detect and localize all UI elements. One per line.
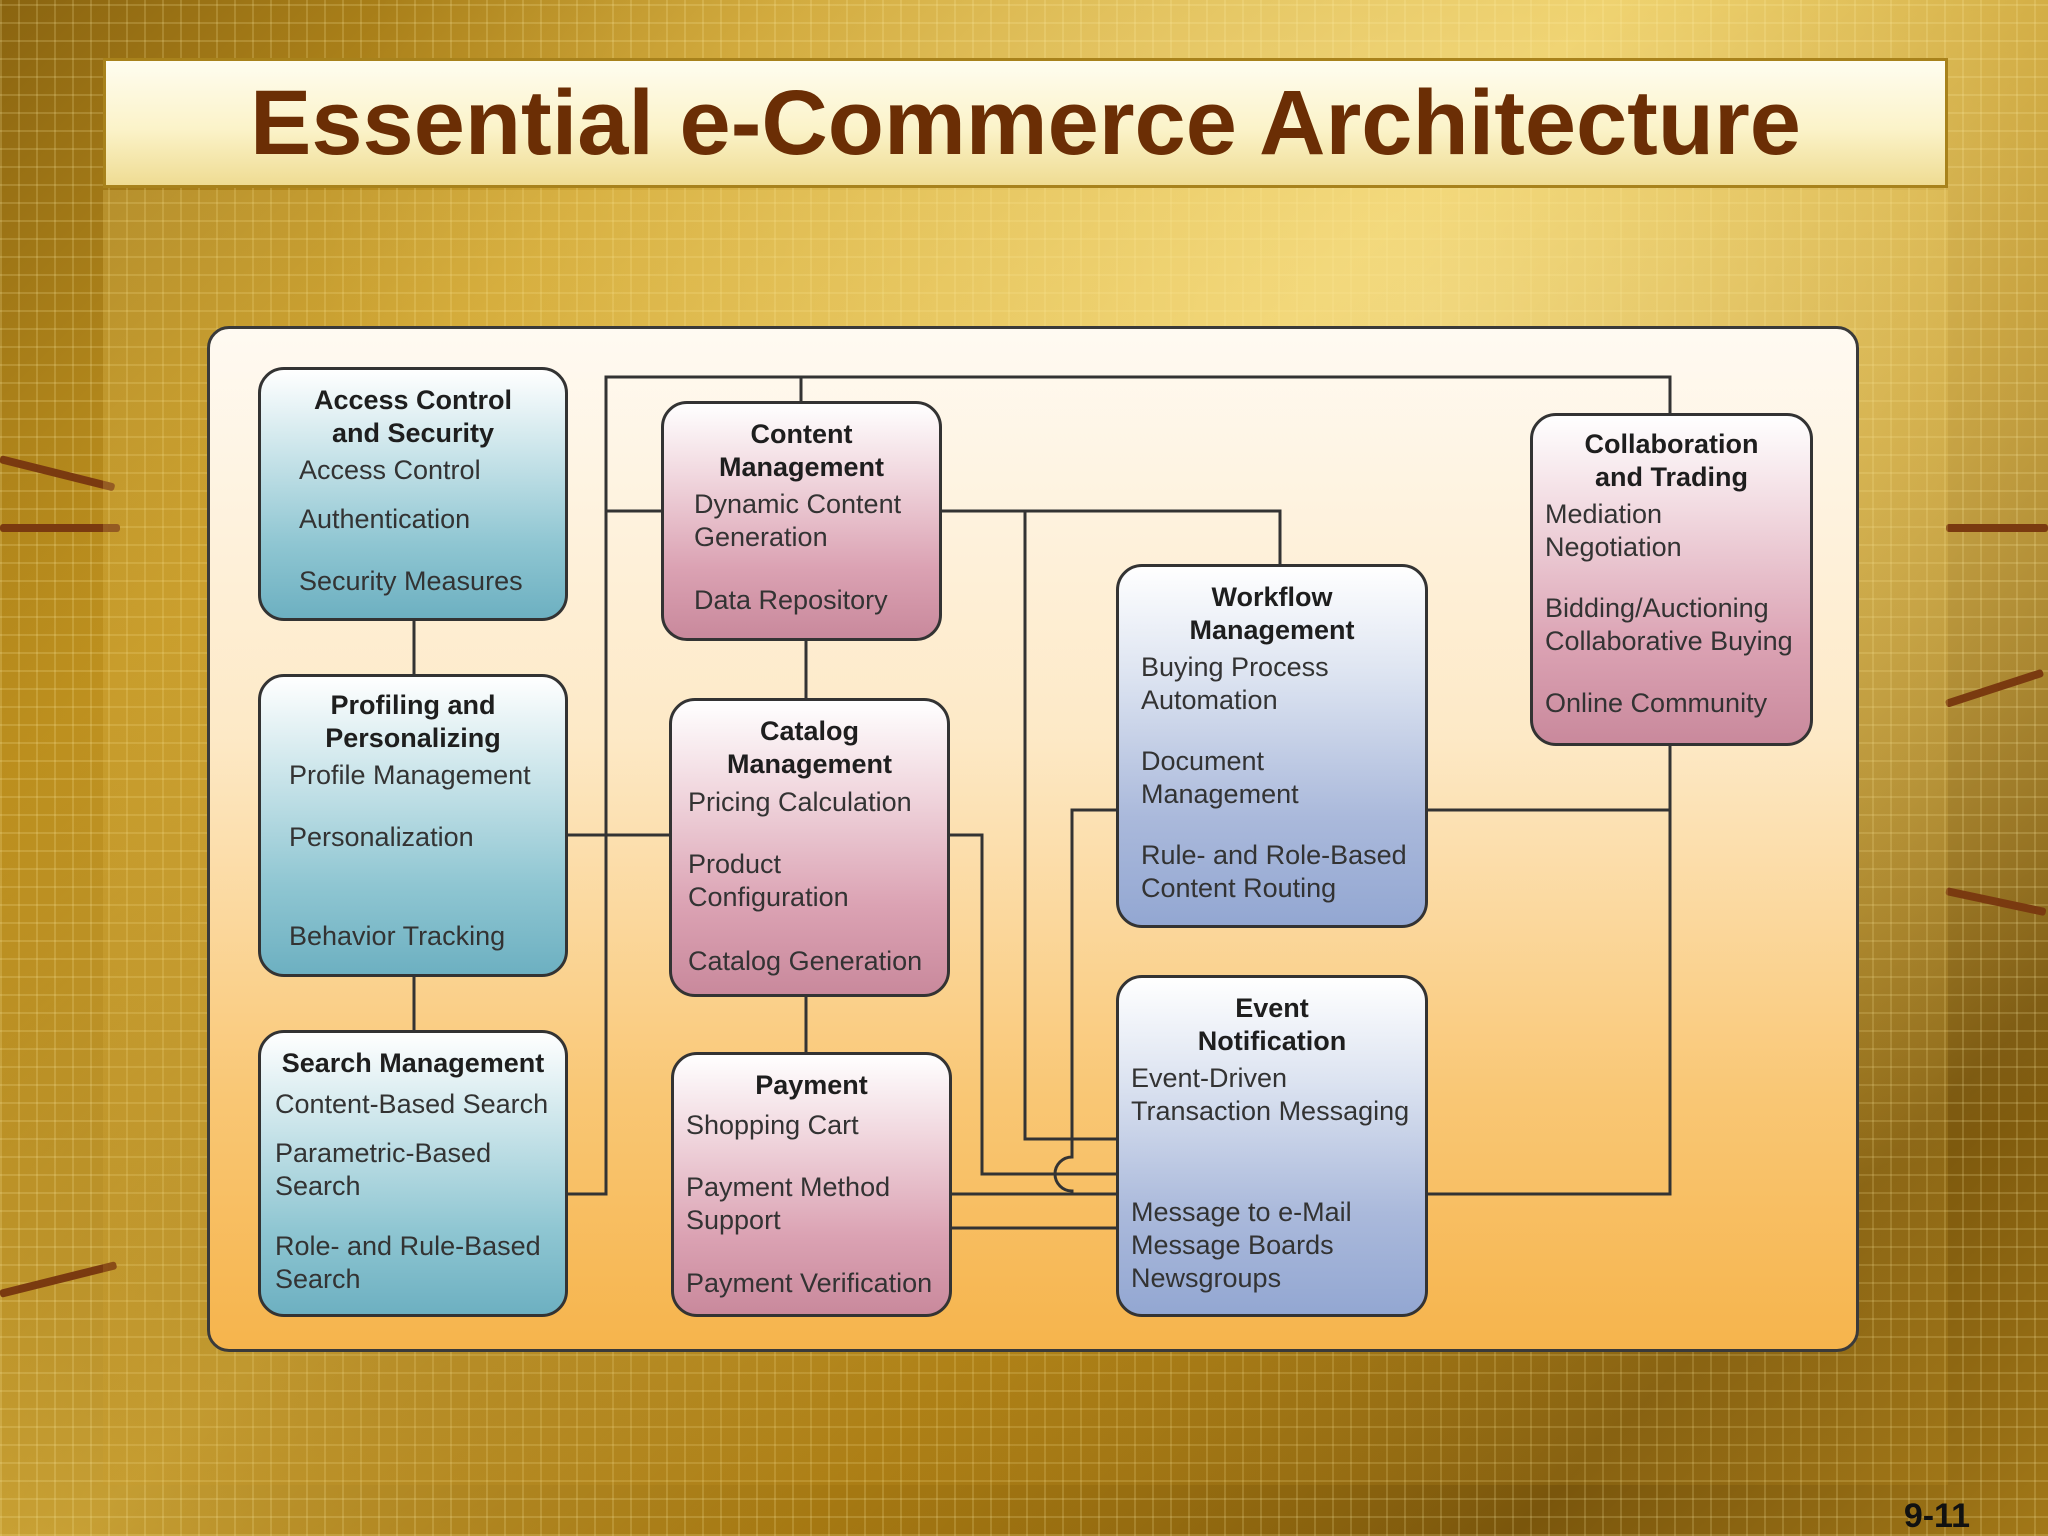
shopping-cart-item: Shopping Cart [686, 1110, 859, 1140]
connector-catalog-event [948, 833, 1117, 1176]
product-configuration-item: Product Configuration [688, 849, 849, 912]
content-management-heading: Content Management [718, 419, 885, 482]
catalog-management-box: Catalog Management Pricing Calculation P… [669, 698, 950, 997]
decorative-accent-line [1945, 887, 2047, 917]
page-number: 9-11 [1903, 1497, 1970, 1535]
title-bar: Essential e-Commerce Architecture [103, 58, 1948, 188]
payment-method-support-item: Payment Method Support [686, 1172, 891, 1235]
decorative-accent-line [1946, 524, 2048, 532]
content-routing-item: Rule- and Role-Based Content Routing [1141, 840, 1407, 903]
access-control-security-heading: Access Control and Security [313, 385, 513, 448]
search-management-heading: Search Management [281, 1048, 545, 1078]
catalog-generation-item: Catalog Generation [688, 946, 923, 976]
collaboration-trading-box: Collaboration and Trading Mediation Nego… [1530, 413, 1813, 746]
event-driven-messaging-item: Event-Driven Transaction Messaging [1131, 1063, 1410, 1126]
workflow-management-box: Workflow Management Buying Process Autom… [1116, 564, 1428, 928]
online-community-item: Online Community [1545, 688, 1768, 718]
search-management-box: Search Management Content-Based Search P… [258, 1030, 568, 1317]
dynamic-content-generation-item: Dynamic Content Generation [694, 489, 902, 552]
decorative-accent-line [1944, 668, 2045, 708]
decorative-accent-line [0, 455, 116, 492]
connector-lines [412, 375, 1672, 1230]
collaboration-trading-heading: Collaboration and Trading [1584, 429, 1759, 492]
architecture-diagram-panel: Access Control and Security Access Contr… [207, 326, 1859, 1352]
content-management-box: Content Management Dynamic Content Gener… [661, 401, 942, 641]
connector-content-workflow [940, 509, 1282, 565]
connector-content-event [1023, 511, 1117, 1141]
personalization-item: Personalization [289, 822, 474, 852]
mediation-negotiation-item: Mediation Negotiation [1545, 499, 1682, 562]
content-based-search-item: Content-Based Search [275, 1089, 549, 1119]
payment-heading: Payment [755, 1070, 868, 1100]
parametric-based-search-item: Parametric-Based Search [275, 1138, 492, 1201]
event-notification-heading: Event Notification [1197, 993, 1347, 1056]
payment-verification-item: Payment Verification [686, 1268, 933, 1298]
access-control-security-box: Access Control and Security Access Contr… [258, 367, 568, 621]
pricing-calculation-item: Pricing Calculation [688, 787, 912, 817]
catalog-management-heading: Catalog Management [726, 716, 893, 779]
bidding-collaborative-buying-item: Bidding/Auctioning Collaborative Buying [1545, 593, 1793, 656]
message-channels-item: Message to e-Mail Message Boards Newsgro… [1131, 1197, 1352, 1293]
document-management-item: Document Management [1141, 746, 1299, 809]
connector-search-content-collab [566, 375, 1672, 1196]
role-rule-based-search-item: Role- and Rule-Based Search [275, 1231, 541, 1294]
authentication-item: Authentication [299, 504, 471, 534]
connector-collab-event [1426, 745, 1672, 1196]
buying-process-automation-item: Buying Process Automation [1141, 652, 1329, 715]
connector-workflow-event [1053, 808, 1117, 1194]
decorative-accent-line [0, 524, 120, 532]
profile-management-item: Profile Management [289, 760, 531, 790]
profiling-personalizing-box: Profiling and Personalizing Profile Mana… [258, 674, 568, 977]
data-repository-item: Data Repository [694, 585, 888, 615]
event-notification-box: Event Notification Event-Driven Transact… [1116, 975, 1428, 1317]
workflow-management-heading: Workflow Management [1189, 582, 1355, 645]
payment-box: Payment Shopping Cart Payment Method Sup… [671, 1052, 952, 1317]
security-measures-item: Security Measures [299, 566, 523, 596]
behavior-tracking-item: Behavior Tracking [289, 921, 506, 951]
decorative-accent-line [0, 1261, 118, 1298]
access-control-item: Access Control [299, 455, 481, 485]
slide-title: Essential e-Commerce Architecture [250, 71, 1801, 174]
profiling-personalizing-heading: Profiling and Personalizing [325, 690, 501, 753]
